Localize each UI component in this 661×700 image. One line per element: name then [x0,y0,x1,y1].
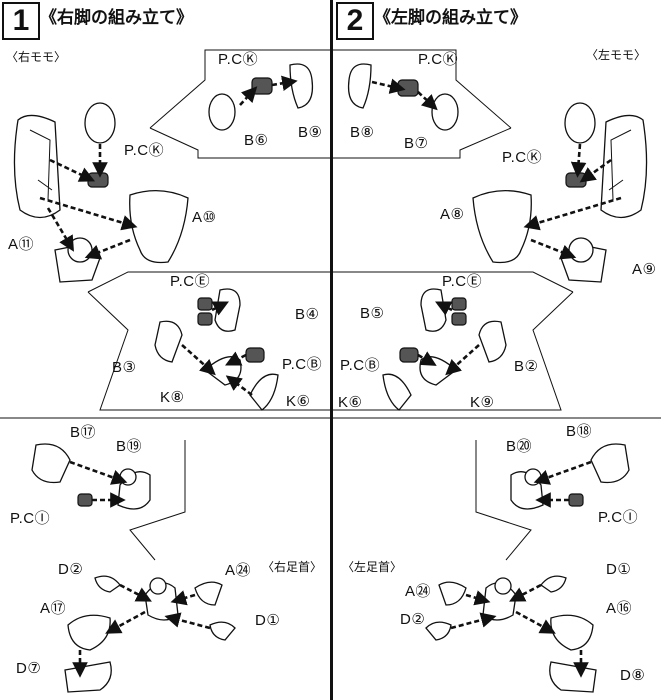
label-pci: P.CⒾ [10,510,51,527]
label-a24-left: A㉔ [405,583,432,600]
label-a17: A⑰ [40,600,67,617]
polycap-e [197,297,213,311]
label-d1: D① [255,612,281,629]
part-a24 [194,581,223,606]
part-d1 [209,621,236,641]
label-pcb-left: P.CⒷ [340,357,381,374]
polycap-k [87,172,109,188]
part-d1-left [540,575,567,593]
label-k6: K⑥ [286,393,311,410]
label-k8: K⑧ [160,389,185,406]
label-b20: B⑳ [506,438,533,455]
hip-ball-joint [84,102,116,144]
part-k6-left [382,373,412,411]
part-a24-left [438,581,467,606]
step-title-left-leg: 《左脚の組み立て》 [374,8,527,28]
polycap-i-left [568,493,584,507]
label-a8: A⑧ [440,206,465,223]
part-b9 [289,63,314,109]
label-pcb: P.CⒷ [282,356,323,373]
part-b2 [478,320,507,363]
part-d2 [94,575,121,593]
label-d2: D② [58,561,84,578]
label-b19: B⑲ [116,438,143,455]
label-pck-top-left: P.CⓀ [418,51,459,68]
label-d1-left: D① [606,561,632,578]
part-b7 [431,93,459,131]
part-k6 [249,373,279,411]
part-d8 [549,661,597,693]
part-b3 [154,320,183,363]
label-b7: B⑦ [404,135,429,152]
label-b9: B⑨ [298,124,323,141]
thigh-armor-a10 [129,190,189,264]
label-b8: B⑧ [350,124,375,141]
label-b5: B⑤ [360,305,385,322]
thigh-shell-a11 [13,114,61,219]
column-divider [330,0,333,700]
label-pce: P.CⒺ [170,273,211,290]
polycap-k-detail-left [397,79,419,97]
hip-ball-joint-left [564,102,596,144]
label-b4: B④ [295,306,320,323]
polycap-b-left [399,347,419,363]
label-a24: A㉔ [225,562,252,579]
label-k9: K⑨ [470,394,495,411]
label-b17: B⑰ [70,424,97,441]
label-b18: B⑱ [566,423,593,440]
label-a11: A⑪ [8,236,35,253]
label-pck-mid-left: P.CⓀ [502,149,543,166]
label-d7: D⑦ [16,660,42,677]
label-b2: B② [514,358,539,375]
section-label-left-thigh: 〈左モモ〉 [586,48,647,62]
polycap-b [245,347,265,363]
part-d7 [64,661,112,693]
part-b18 [590,443,630,484]
part-d2-left [425,621,452,641]
section-label-right-thigh: 〈右モモ〉 [6,50,67,64]
part-k9 [419,356,458,386]
step-title-right-leg: 《右脚の組み立て》 [40,8,193,28]
thigh-shell-a9 [600,114,648,219]
label-d8: D⑧ [620,667,646,684]
polycap-k-left [565,172,587,188]
part-b5 [420,288,447,332]
step-number-1: 1 [2,2,40,40]
part-a16 [550,614,594,651]
label-k6-left: K⑥ [338,394,363,411]
label-pce-left: P.CⒺ [442,273,483,290]
label-pck-mid: P.CⓀ [124,142,165,159]
label-b6: B⑥ [244,132,269,149]
label-b3: B③ [112,359,137,376]
part-a17 [67,614,111,651]
part-b8 [347,63,372,109]
label-pci-left: P.CⒾ [598,509,639,526]
polycap-i [77,493,93,507]
thigh-armor-a8 [472,190,532,264]
label-a9: A⑨ [632,261,657,278]
label-pck-top: P.CⓀ [218,51,259,68]
step-number-2: 2 [336,2,374,40]
part-b4 [214,288,241,332]
label-a10: A⑩ [192,209,217,226]
part-b17 [31,443,71,484]
polycap-k-detail [251,77,273,95]
polycap-e-left [451,297,467,311]
label-d2-left: D② [400,611,426,628]
section-label-right-ankle: 〈右足首〉 [262,560,323,574]
section-label-left-ankle: 〈左足首〉 [342,560,403,574]
part-b6 [208,93,236,131]
label-a16: A⑯ [606,600,633,617]
